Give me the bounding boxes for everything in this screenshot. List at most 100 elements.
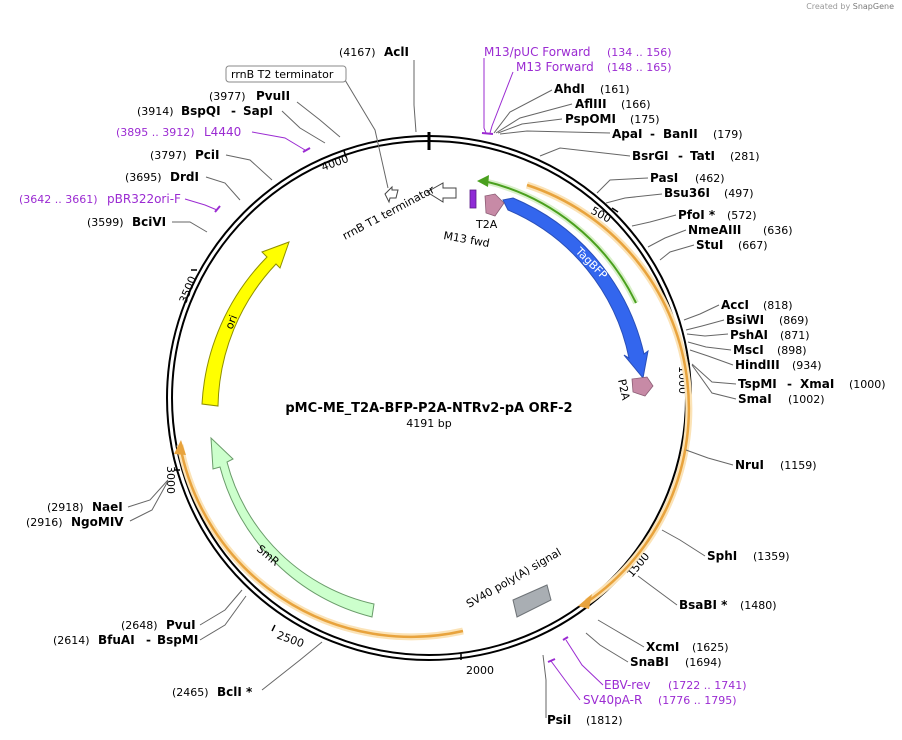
orf-left-line <box>178 444 464 639</box>
enzyme-acli[interactable]: AclI <box>384 45 409 59</box>
leader-pfoi <box>631 214 677 227</box>
tick-3000: 3000 <box>164 466 177 494</box>
feature-t2a[interactable] <box>484 193 505 217</box>
enzyme-pspomi[interactable]: PspOMI <box>565 112 616 126</box>
leader-bsabi <box>637 575 678 606</box>
feature-rrnb-t2[interactable] <box>384 185 399 204</box>
enzyme-bsrgi[interactable]: BsrGI <box>632 149 669 163</box>
enzyme-drdi[interactable]: DrdI <box>170 170 199 184</box>
leader-bcivi <box>172 221 208 233</box>
enzyme-smai[interactable]: SmaI <box>738 392 772 406</box>
enzyme-bcli[interactable]: BclI * <box>217 685 253 699</box>
leader-bfuai <box>199 595 247 641</box>
leader-sv40par <box>550 660 581 701</box>
pos-psii: (1812) <box>586 714 623 727</box>
leader-pbr322 <box>184 198 218 211</box>
feature-smr[interactable] <box>210 436 375 618</box>
feature-p2a[interactable] <box>631 376 654 397</box>
enzyme-acci[interactable]: AccI <box>721 298 749 312</box>
enzyme-apai[interactable]: ApaI <box>612 127 642 141</box>
primer-connectors <box>184 58 604 701</box>
primer-pbr322[interactable]: pBR322ori-F <box>107 192 181 206</box>
green-orf-arrowhead <box>477 175 489 187</box>
leader-smai <box>691 364 737 400</box>
pos-aflii: (166) <box>621 98 651 111</box>
primer-l4440[interactable]: L4440 <box>204 125 241 139</box>
enzyme-xcmi[interactable]: XcmI <box>646 640 679 654</box>
enzyme-bfuai[interactable]: BfuAI <box>98 633 135 647</box>
enzyme-snabi[interactable]: SnaBI <box>630 655 669 669</box>
enzyme-pshai[interactable]: PshAI <box>730 328 768 342</box>
leader-ebvrev <box>565 639 604 686</box>
leader-nael <box>127 479 169 508</box>
feature-p2a-label: P2A <box>615 378 632 402</box>
enzyme-tati[interactable]: TatI <box>690 149 715 163</box>
green-orf-arc <box>477 175 639 305</box>
enzyme-pfoi[interactable]: PfoI * <box>678 208 716 222</box>
enzyme-bsiwi[interactable]: BsiWI <box>726 313 764 327</box>
pos-hindiii: (934) <box>792 359 822 372</box>
enzyme-bsu36i[interactable]: Bsu36I <box>664 186 710 200</box>
credit-prefix: Created by <box>806 2 851 11</box>
pos-pfoi: (572) <box>727 209 757 222</box>
pos-apai: (179) <box>713 128 743 141</box>
pos-bsiwi: (869) <box>779 314 809 327</box>
orf-right-line <box>526 183 691 604</box>
enzyme-sphi[interactable]: SphI <box>707 549 737 563</box>
leader-bsrgi <box>539 147 631 157</box>
feature-sv40-polya[interactable] <box>512 584 552 618</box>
enzyme-aflii[interactable]: AflIII <box>575 97 607 111</box>
enzyme-nael[interactable]: NaeI <box>92 500 123 514</box>
enzyme-pvuii[interactable]: PvuII <box>256 89 290 103</box>
enzyme-apai-dash: - <box>650 127 655 141</box>
enzyme-tspmi-dash: - <box>787 377 792 391</box>
pos-pvuii: (3977) <box>209 90 246 103</box>
enzyme-ahdi[interactable]: AhdI <box>554 82 585 96</box>
primer-m13puc[interactable]: M13/pUC Forward <box>484 45 591 59</box>
feature-rrnb-t1[interactable] <box>426 182 457 203</box>
enzyme-sapi[interactable]: SapI <box>243 104 273 118</box>
feature-m13fwd-label: M13 fwd <box>442 229 490 250</box>
primer-m13f[interactable]: M13 Forward <box>516 60 594 74</box>
enzyme-pasi[interactable]: PasI <box>650 171 678 185</box>
enzyme-pcii[interactable]: PciI <box>195 148 220 162</box>
enzyme-bspqi[interactable]: BspQI <box>181 104 221 118</box>
enzyme-psii[interactable]: PsiI <box>547 713 571 727</box>
enzyme-bcivi[interactable]: BciVI <box>132 215 166 229</box>
leader-psii <box>542 654 547 718</box>
feature-ori-label: ori <box>223 313 240 331</box>
tick-2500: 2500 <box>275 629 306 651</box>
enzyme-msci[interactable]: MscI <box>733 343 764 357</box>
pos-drdi: (3695) <box>125 171 162 184</box>
enzyme-xmai[interactable]: XmaI <box>800 377 834 391</box>
primer-ebvrev[interactable]: EBV-rev <box>604 678 650 692</box>
pos-pasi: (462) <box>695 172 725 185</box>
enzyme-pvui[interactable]: PvuI <box>166 618 196 632</box>
enzyme-stui[interactable]: StuI <box>696 238 723 252</box>
enzyme-nrui[interactable]: NruI <box>735 458 764 472</box>
leader-bsiwi <box>685 319 725 331</box>
leader-msci <box>687 341 732 351</box>
snapgene-credit: Created by SnapGene <box>806 2 894 11</box>
enzyme-tspmi[interactable]: TspMI <box>738 377 777 391</box>
pos-bsu36i: (497) <box>724 187 754 200</box>
feature-ori[interactable] <box>201 241 290 407</box>
leader-apai <box>499 130 611 135</box>
pos-stui: (667) <box>738 239 768 252</box>
enzyme-hindiii[interactable]: HindIII <box>735 358 780 372</box>
primer-markers <box>214 132 569 663</box>
pos-nrui: (1159) <box>780 459 817 472</box>
enzyme-ngomiv[interactable]: NgoMIV <box>71 515 124 529</box>
enzyme-bsabi[interactable]: BsaBI * <box>679 598 728 612</box>
tick-2000: 2000 <box>466 664 494 677</box>
primer-sv40par-pos: (1776 .. 1795) <box>658 694 737 707</box>
enzyme-nmeaiii[interactable]: NmeAIII <box>688 223 741 237</box>
feature-m13fwd[interactable] <box>469 189 477 209</box>
enzyme-labels: (4167) AclI (3977) PvuII (3914) BspQI - … <box>26 45 886 727</box>
enzyme-bspmi[interactable]: BspMI <box>157 633 198 647</box>
primer-sv40par[interactable]: SV40pA-R <box>583 693 642 707</box>
enzyme-banii[interactable]: BanII <box>663 127 698 141</box>
feature-t2a-label: T2A <box>475 218 498 231</box>
orf-right-glow <box>525 181 693 605</box>
enzyme-connectors <box>127 60 737 718</box>
